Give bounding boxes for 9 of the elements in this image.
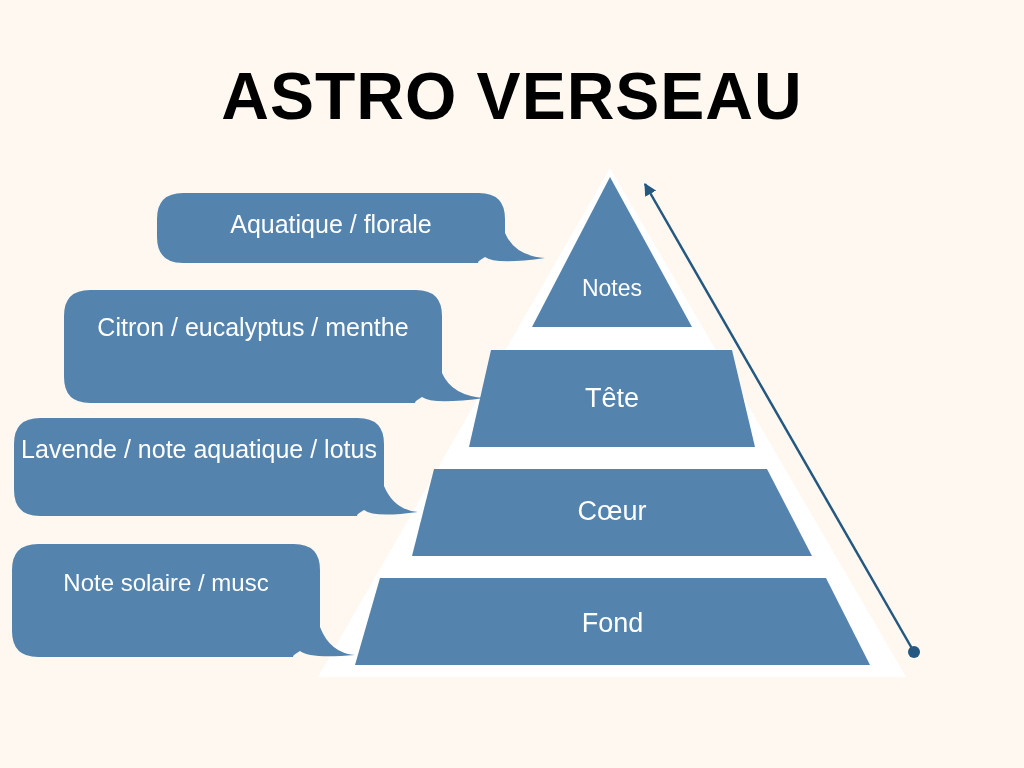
- title: ASTRO VERSEAU: [220, 58, 804, 134]
- tier-label: Cœur: [576, 495, 648, 528]
- bubble-text: Note solaire / musc: [62, 568, 270, 598]
- tier-label: Fond: [580, 607, 645, 640]
- bubble-text: Citron / eucalyptus / menthe: [96, 312, 410, 343]
- bubble-text: Aquatique / florale: [229, 209, 433, 240]
- tier-label: Notes: [580, 274, 644, 303]
- tier-label: Tête: [584, 382, 640, 415]
- bubble-text: Lavende / note aquatique / lotus: [20, 434, 378, 465]
